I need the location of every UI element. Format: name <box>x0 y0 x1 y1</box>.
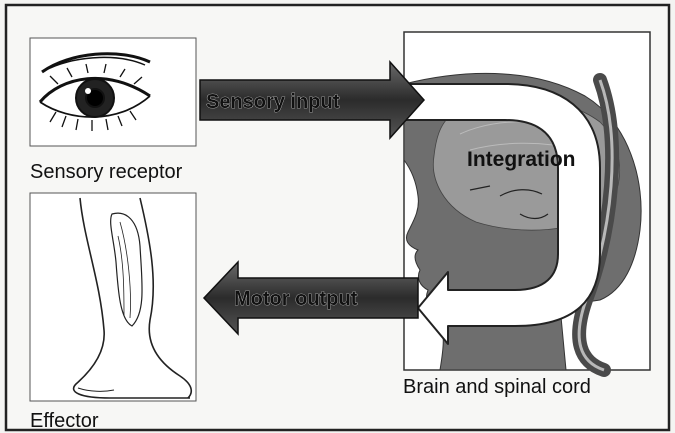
motor-output-label: Motor output <box>234 288 358 310</box>
effector-label: Effector <box>30 410 99 432</box>
sensory-receptor-label: Sensory receptor <box>30 161 183 183</box>
sensory-receptor-panel <box>30 38 196 146</box>
brain-spinal-cord-label: Brain and spinal cord <box>403 376 591 398</box>
effector-panel <box>30 193 196 401</box>
sensory-input-label: Sensory input <box>206 91 340 113</box>
integration-label: Integration <box>467 148 576 171</box>
